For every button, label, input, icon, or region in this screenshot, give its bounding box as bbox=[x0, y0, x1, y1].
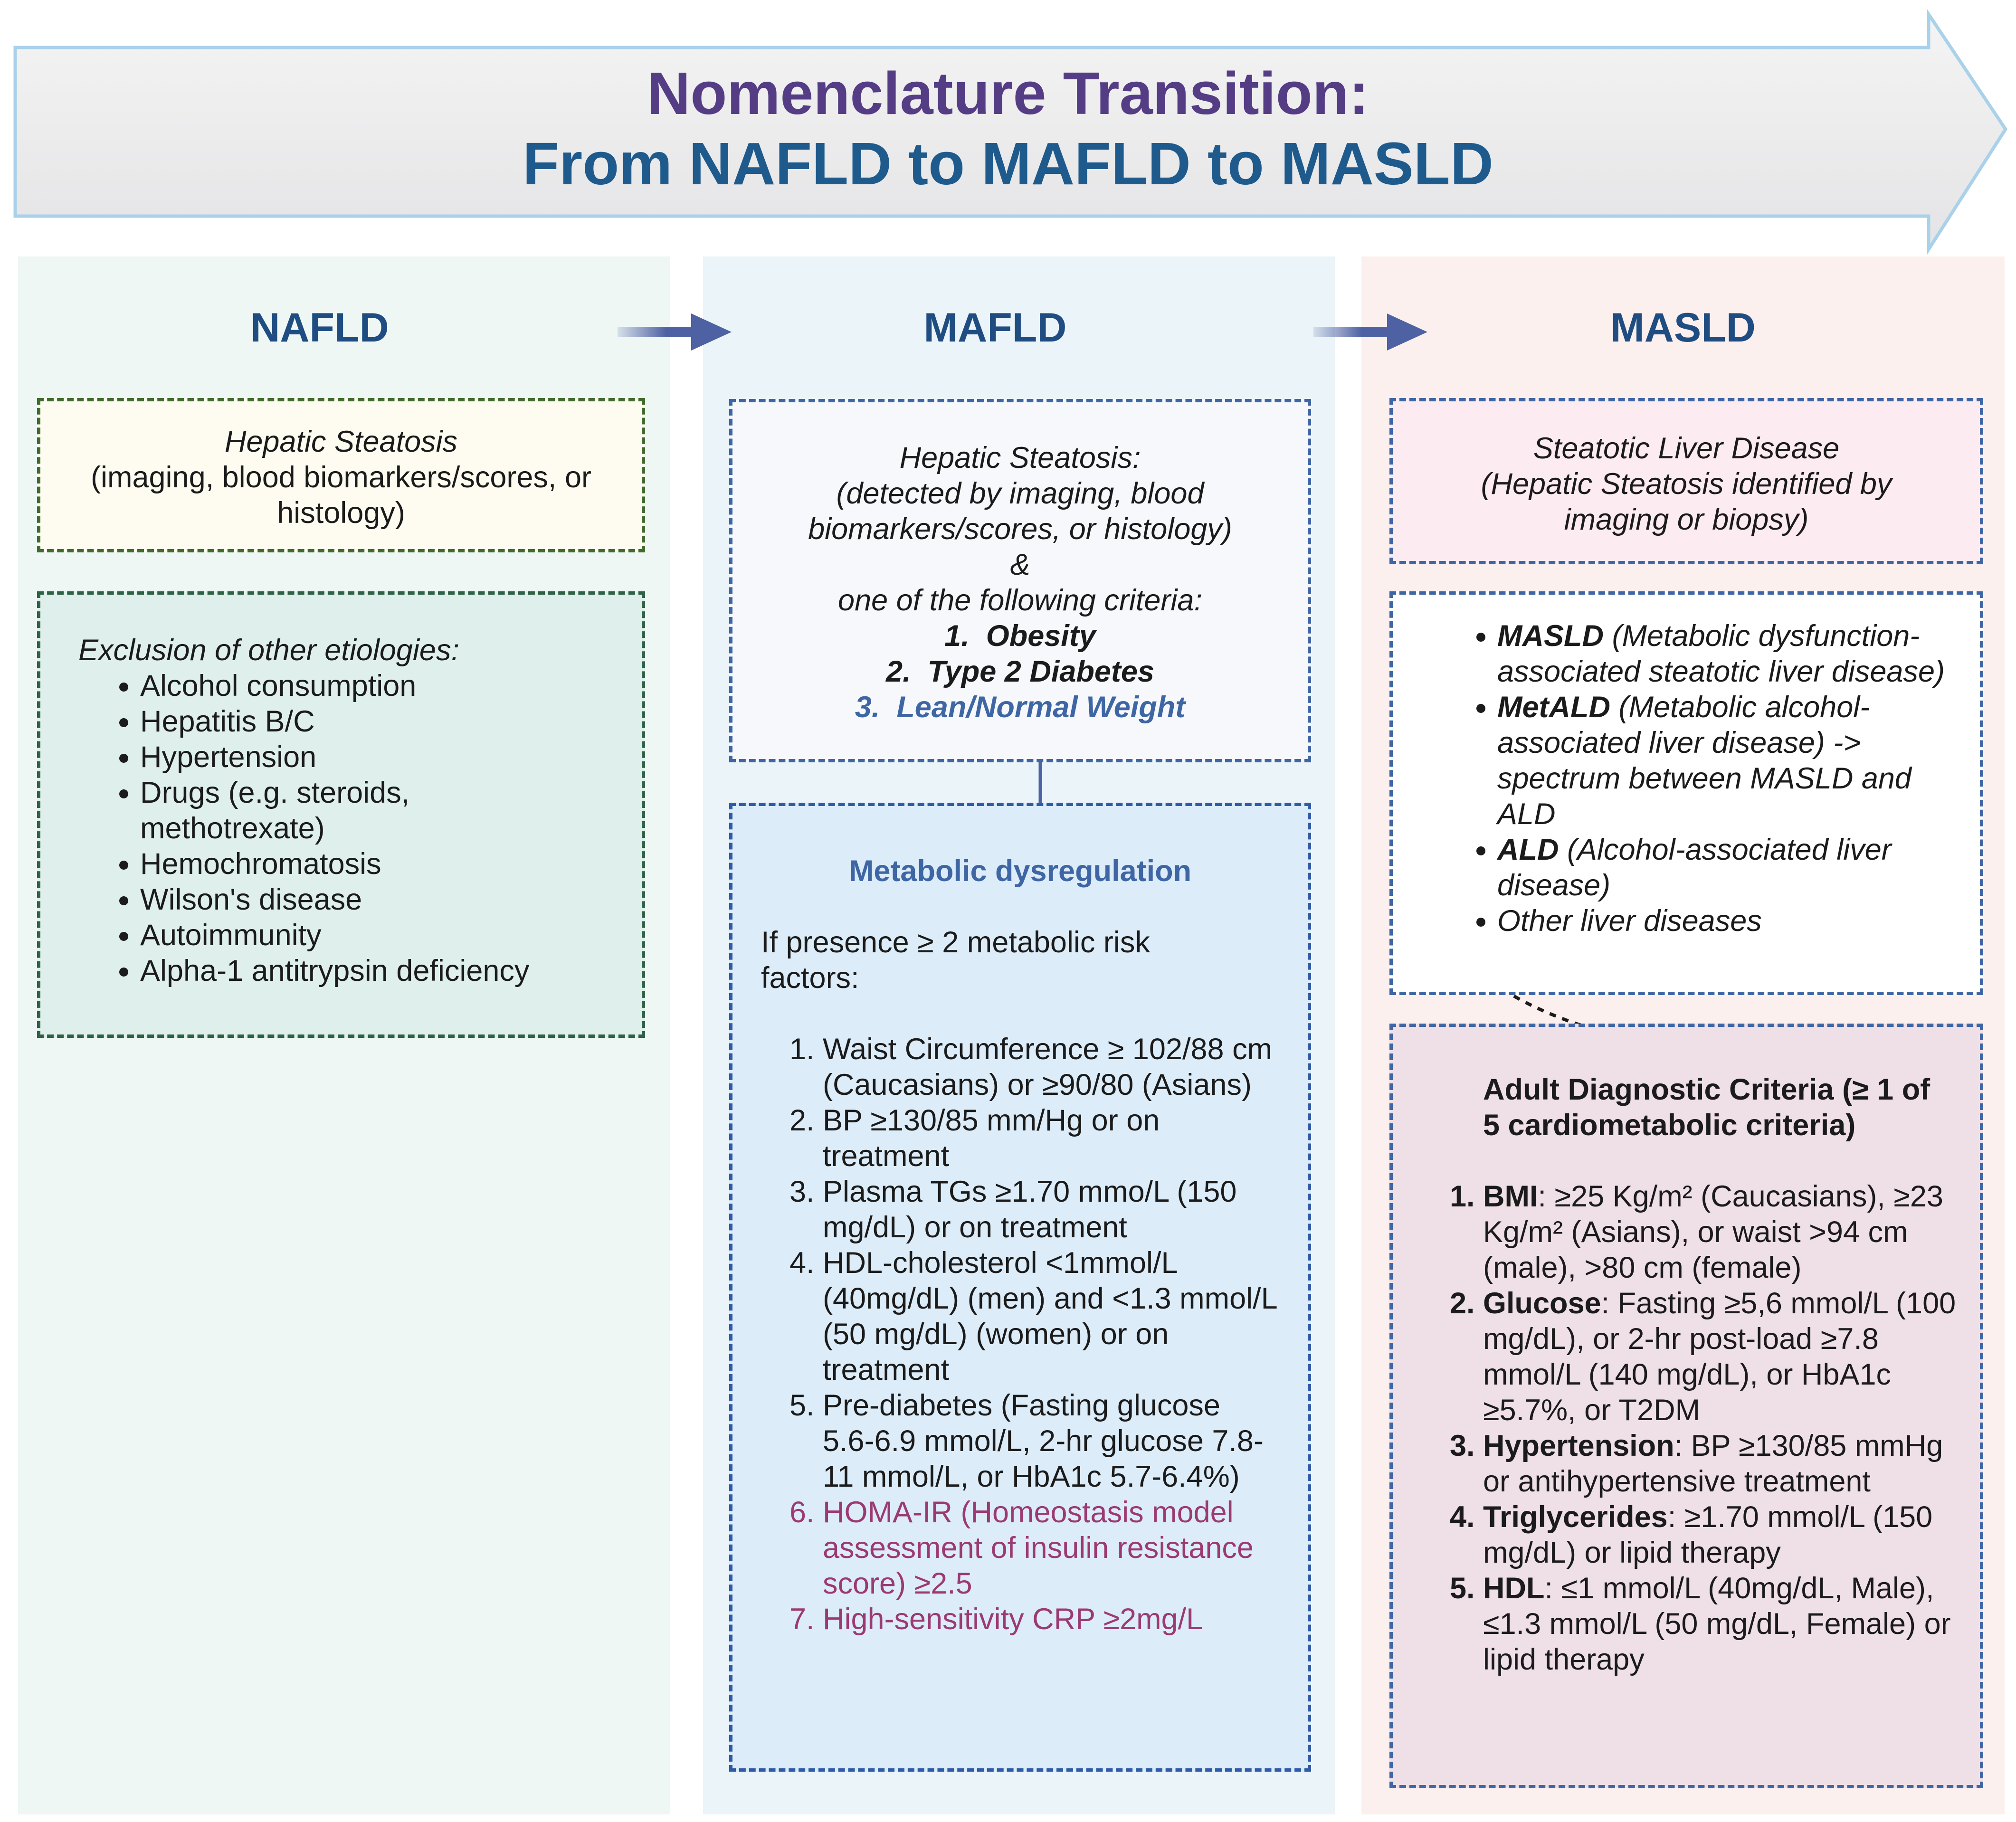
criteria-desc: : Fasting ≥5,6 mmol/L (100 mg/dL), or 2-… bbox=[1483, 1287, 1956, 1427]
list-item: Triglycerides: ≥1.70 mmol/L (150 mg/dL) … bbox=[1483, 1499, 1961, 1571]
metabolic-risk-list: Waist Circumference ≥ 102/88 cm (Caucasi… bbox=[761, 1032, 1279, 1637]
mafld-criterion-2: 2. Type 2 Diabetes bbox=[886, 655, 1154, 688]
list-item: Hypertension: BP ≥130/85 mmHg or antihyp… bbox=[1483, 1428, 1961, 1499]
criteria-desc: : ≤1 mmol/L (40mg/dL, Male), ≤1.3 mmol/L… bbox=[1483, 1572, 1951, 1676]
nafld-header: NAFLD bbox=[250, 305, 389, 351]
mafld-header: MAFLD bbox=[923, 305, 1067, 351]
mafld-hepatic-steatosis-box: Hepatic Steatosis: (detected by imaging,… bbox=[729, 399, 1311, 762]
list-item: HDL-cholesterol <1mmol/L (40mg/dL) (men)… bbox=[823, 1245, 1279, 1388]
subtype-desc: (Metabolic alcohol-associated liver dise… bbox=[1497, 691, 1911, 831]
nafld-box1-line3: histology) bbox=[277, 496, 405, 530]
adult-criteria-title: Adult Diagnostic Criteria (≥ 1 of 5 card… bbox=[1483, 1073, 1930, 1142]
masld-steatotic-liver-box: Steatotic Liver Disease (Hepatic Steatos… bbox=[1389, 398, 1983, 564]
subtype-term: MASLD bbox=[1497, 619, 1604, 653]
subtype-term: ALD bbox=[1497, 833, 1559, 866]
list-item: ALD (Alcohol-associated liver disease) bbox=[1497, 832, 1961, 903]
mafld-box1-line1: Hepatic Steatosis: bbox=[899, 441, 1141, 474]
mafld-box1-line3: biomarkers/scores, or histology) bbox=[808, 512, 1232, 546]
arrow-nafld-to-mafld bbox=[618, 313, 732, 351]
masld-subtypes-box: MASLD (Metabolic dysfunction-associated … bbox=[1389, 591, 1983, 995]
subtype-desc: (Alcohol-associated liver disease) bbox=[1497, 833, 1892, 902]
list-item: Hypertension bbox=[140, 740, 642, 775]
list-item: Other liver diseases bbox=[1497, 903, 1961, 939]
list-item: Wilson's disease bbox=[140, 882, 642, 918]
list-item: MetALD (Metabolic alcohol-associated liv… bbox=[1497, 690, 1961, 832]
title-line-1: Nomenclature Transition: bbox=[647, 60, 1369, 127]
title-line-2: From NAFLD to MAFLD to MASLD bbox=[523, 130, 1493, 197]
masld-box1-line2: (Hepatic Steatosis identified by bbox=[1481, 467, 1892, 501]
list-item: HOMA-IR (Homeostasis model assessment of… bbox=[823, 1495, 1279, 1602]
list-item: Autoimmunity bbox=[140, 918, 642, 953]
criteria-term: Glucose bbox=[1483, 1287, 1601, 1320]
list-item: Pre-diabetes (Fasting glucose 5.6-6.9 mm… bbox=[823, 1388, 1279, 1495]
mafld-box1-line5: one of the following criteria: bbox=[838, 584, 1202, 617]
nafld-box1-line1: Hepatic Steatosis bbox=[224, 425, 458, 458]
list-item: Glucose: Fasting ≥5,6 mmol/L (100 mg/dL)… bbox=[1483, 1286, 1961, 1428]
criteria-term: Hypertension bbox=[1483, 1429, 1674, 1462]
list-item: MASLD (Metabolic dysfunction-associated … bbox=[1497, 618, 1961, 690]
nafld-box1-line2: (imaging, blood biomarkers/scores, or bbox=[91, 461, 591, 494]
criteria-term: HDL bbox=[1483, 1572, 1545, 1605]
nafld-exclusion-heading: Exclusion of other etiologies: bbox=[78, 634, 459, 667]
list-item: Alpha-1 antitrypsin deficiency bbox=[140, 953, 642, 989]
criteria-term: Triglycerides bbox=[1483, 1500, 1668, 1534]
nafld-hepatic-steatosis-box: Hepatic Steatosis (imaging, blood biomar… bbox=[37, 398, 645, 552]
list-item: High-sensitivity CRP ≥2mg/L bbox=[823, 1602, 1279, 1637]
subtype-desc: Other liver diseases bbox=[1497, 904, 1762, 938]
mafld-metabolic-dysregulation-box: Metabolic dysregulation If presence ≥ 2 … bbox=[729, 803, 1311, 1772]
list-item: Hemochromatosis bbox=[140, 846, 642, 882]
mafld-criterion-1: 1. Obesity bbox=[944, 619, 1096, 653]
criteria-desc: : BP ≥130/85 mmHg or antihypertensive tr… bbox=[1483, 1429, 1943, 1498]
nafld-exclusion-box: Exclusion of other etiologies: Alcohol c… bbox=[37, 591, 645, 1038]
criterion-label: Obesity bbox=[986, 619, 1096, 653]
title-banner-arrow bbox=[13, 9, 2008, 255]
arrow-mafld-to-masld bbox=[1313, 313, 1427, 351]
nafld-exclusion-list: Alcohol consumption Hepatitis B/C Hypert… bbox=[78, 668, 642, 989]
subtype-desc: (Metabolic dysfunction-associated steato… bbox=[1497, 619, 1945, 688]
criteria-desc: : ≥25 Kg/m² (Caucasians), ≥23 Kg/m² (Asi… bbox=[1483, 1180, 1943, 1284]
list-item: BP ≥130/85 mm/Hg or on treatment bbox=[823, 1103, 1279, 1174]
list-item: BMI: ≥25 Kg/m² (Caucasians), ≥23 Kg/m² (… bbox=[1483, 1179, 1961, 1286]
masld-subtypes-list: MASLD (Metabolic dysfunction-associated … bbox=[1398, 618, 1961, 939]
masld-box1-line1: Steatotic Liver Disease bbox=[1533, 432, 1840, 465]
criterion-label: Type 2 Diabetes bbox=[927, 655, 1154, 688]
subtype-term: MetALD bbox=[1497, 691, 1610, 724]
list-item: HDL: ≤1 mmol/L (40mg/dL, Male), ≤1.3 mmo… bbox=[1483, 1571, 1961, 1678]
mafld-box1-line2: (detected by imaging, blood bbox=[836, 477, 1204, 510]
mafld-criterion-3: 3. Lean/Normal Weight bbox=[855, 691, 1186, 724]
masld-header: MASLD bbox=[1610, 305, 1756, 351]
criteria-term: BMI bbox=[1483, 1180, 1538, 1213]
criterion-label: Lean/Normal Weight bbox=[896, 691, 1186, 724]
metabolic-dysregulation-title: Metabolic dysregulation bbox=[848, 854, 1192, 888]
metabolic-intro: If presence ≥ 2 metabolic risk factors: bbox=[761, 926, 1150, 995]
criteria-desc: : ≥1.70 mmol/L (150 mg/dL) or lipid ther… bbox=[1483, 1500, 1933, 1569]
list-item: Hepatitis B/C bbox=[140, 704, 642, 740]
list-item: Plasma TGs ≥1.70 mmo/L (150 mg/dL) or on… bbox=[823, 1174, 1279, 1245]
list-item: Waist Circumference ≥ 102/88 cm (Caucasi… bbox=[823, 1032, 1279, 1103]
masld-adult-criteria-box: Adult Diagnostic Criteria (≥ 1 of 5 card… bbox=[1389, 1024, 1983, 1788]
mafld-box1-line4: & bbox=[1010, 548, 1030, 581]
adult-criteria-list: BMI: ≥25 Kg/m² (Caucasians), ≥23 Kg/m² (… bbox=[1421, 1179, 1961, 1678]
masld-box1-line3: imaging or biopsy) bbox=[1564, 503, 1809, 536]
list-item: Drugs (e.g. steroids, methotrexate) bbox=[140, 775, 642, 846]
list-item: Alcohol consumption bbox=[140, 668, 642, 704]
